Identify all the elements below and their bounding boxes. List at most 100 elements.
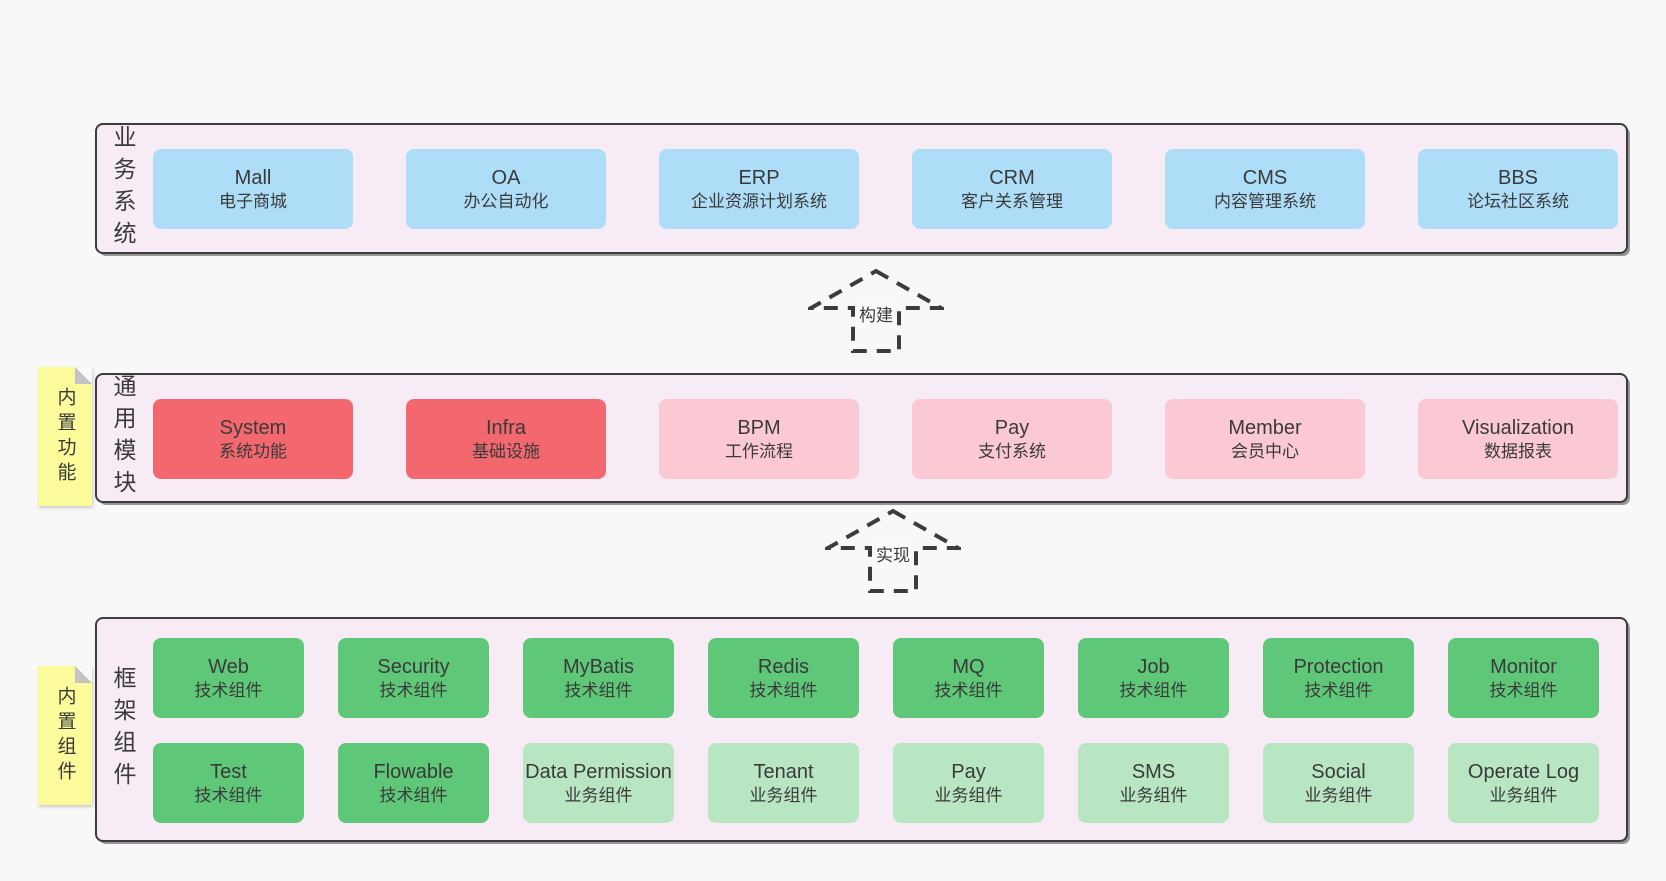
box-title: Security bbox=[377, 655, 450, 678]
box-title: BBS bbox=[1497, 166, 1539, 189]
box-title: Infra bbox=[485, 416, 527, 439]
box-cms: CMS 内容管理系统 bbox=[1165, 149, 1365, 229]
box-title: Job bbox=[1137, 655, 1170, 678]
framework-components-row-1: Web 技术组件 Security 技术组件 MyBatis 技术组件 Redi… bbox=[153, 638, 1599, 718]
layer-business-systems: 业务系统 Mall 电子商城 OA 办公自动化 ERP 企业资源计划系统 CRM… bbox=[95, 123, 1628, 254]
sticky-text: 内置组件 bbox=[54, 685, 76, 786]
box-subtitle: 技术组件 bbox=[194, 785, 263, 805]
box-flowable: Flowable 技术组件 bbox=[338, 743, 489, 823]
box-redis: Redis 技术组件 bbox=[708, 638, 859, 718]
box-subtitle: 业务组件 bbox=[1489, 785, 1558, 805]
box-subtitle: 业务组件 bbox=[934, 785, 1003, 805]
box-title: Flowable bbox=[373, 760, 454, 783]
common-modules-row: System 系统功能 Infra 基础设施 BPM 工作流程 Pay 支付系统… bbox=[153, 399, 1618, 479]
box-erp: ERP 企业资源计划系统 bbox=[659, 149, 859, 229]
box-data-permission: Data Permission 业务组件 bbox=[523, 743, 674, 823]
arrow-label: 实现 bbox=[872, 539, 914, 568]
box-subtitle: 基础设施 bbox=[472, 441, 540, 461]
box-security: Security 技术组件 bbox=[338, 638, 489, 718]
box-mall: Mall 电子商城 bbox=[153, 149, 353, 229]
box-mq: MQ 技术组件 bbox=[893, 638, 1044, 718]
box-system: System 系统功能 bbox=[153, 399, 353, 479]
box-title: Data Permission bbox=[525, 760, 672, 783]
box-title: BPM bbox=[737, 416, 781, 439]
box-monitor: Monitor 技术组件 bbox=[1448, 638, 1599, 718]
layer-framework-components: 框架组件 Web 技术组件 Security 技术组件 MyBatis 技术组件… bbox=[95, 617, 1628, 842]
box-subtitle: 企业资源计划系统 bbox=[691, 191, 827, 211]
layer-common-modules: 通用模块 System 系统功能 Infra 基础设施 BPM 工作流程 Pay… bbox=[95, 373, 1628, 503]
box-subtitle: 技术组件 bbox=[379, 680, 448, 700]
arrow-implement: 实现 bbox=[825, 508, 961, 594]
box-title: MyBatis bbox=[562, 655, 635, 678]
arrow-label: 构建 bbox=[855, 299, 897, 328]
box-subtitle: 办公自动化 bbox=[463, 191, 549, 211]
box-title: CMS bbox=[1242, 166, 1288, 189]
box-tenant: Tenant 业务组件 bbox=[708, 743, 859, 823]
box-title: Test bbox=[210, 760, 247, 783]
box-title: Operate Log bbox=[1467, 760, 1580, 783]
box-subtitle: 工作流程 bbox=[725, 441, 793, 461]
box-pay-component: Pay 业务组件 bbox=[893, 743, 1044, 823]
box-title: ERP bbox=[738, 166, 780, 189]
layer-label-common-modules: 通用模块 bbox=[110, 374, 136, 502]
framework-components-row-2: Test 技术组件 Flowable 技术组件 Data Permission … bbox=[153, 743, 1599, 823]
box-subtitle: 内容管理系统 bbox=[1214, 191, 1316, 211]
box-subtitle: 电子商城 bbox=[219, 191, 287, 211]
sticky-note-builtin-components: 内置组件 bbox=[38, 666, 92, 805]
arrow-build: 构建 bbox=[808, 268, 944, 354]
sticky-text: 内置功能 bbox=[54, 386, 76, 487]
box-operate-log: Operate Log 业务组件 bbox=[1448, 743, 1599, 823]
box-title: Member bbox=[1228, 416, 1302, 439]
box-subtitle: 技术组件 bbox=[749, 680, 818, 700]
layer-label-framework-components: 框架组件 bbox=[110, 665, 136, 794]
box-social: Social 业务组件 bbox=[1263, 743, 1414, 823]
box-subtitle: 技术组件 bbox=[934, 680, 1003, 700]
box-title: Web bbox=[208, 655, 249, 678]
box-subtitle: 技术组件 bbox=[1119, 680, 1188, 700]
box-job: Job 技术组件 bbox=[1078, 638, 1229, 718]
box-title: Social bbox=[1311, 760, 1366, 783]
business-systems-row: Mall 电子商城 OA 办公自动化 ERP 企业资源计划系统 CRM 客户关系… bbox=[153, 149, 1618, 229]
box-subtitle: 客户关系管理 bbox=[961, 191, 1063, 211]
box-title: SMS bbox=[1131, 760, 1176, 783]
box-oa: OA 办公自动化 bbox=[406, 149, 606, 229]
box-subtitle: 技术组件 bbox=[1304, 680, 1373, 700]
up-arrow-icon bbox=[808, 268, 944, 353]
box-title: CRM bbox=[989, 166, 1035, 189]
box-title: Protection bbox=[1293, 655, 1384, 678]
up-arrow-icon bbox=[825, 508, 961, 593]
box-subtitle: 支付系统 bbox=[978, 441, 1046, 461]
layer-label-business-systems: 业务系统 bbox=[110, 124, 136, 253]
box-visualization: Visualization 数据报表 bbox=[1418, 399, 1618, 479]
box-title: OA bbox=[491, 166, 521, 189]
box-subtitle: 系统功能 bbox=[219, 441, 287, 461]
box-bpm: BPM 工作流程 bbox=[659, 399, 859, 479]
box-title: Monitor bbox=[1490, 655, 1557, 678]
box-title: Visualization bbox=[1462, 416, 1574, 439]
box-web: Web 技术组件 bbox=[153, 638, 304, 718]
box-title: Tenant bbox=[753, 760, 814, 783]
box-test: Test 技术组件 bbox=[153, 743, 304, 823]
box-bbs: BBS 论坛社区系统 bbox=[1418, 149, 1618, 229]
box-title: Mall bbox=[234, 166, 272, 189]
box-member: Member 会员中心 bbox=[1165, 399, 1365, 479]
box-title: Redis bbox=[757, 655, 810, 678]
box-mybatis: MyBatis 技术组件 bbox=[523, 638, 674, 718]
box-subtitle: 技术组件 bbox=[1489, 680, 1558, 700]
box-title: System bbox=[219, 416, 287, 439]
box-subtitle: 会员中心 bbox=[1231, 441, 1299, 461]
box-protection: Protection 技术组件 bbox=[1263, 638, 1414, 718]
box-subtitle: 业务组件 bbox=[564, 785, 633, 805]
box-title: Pay bbox=[994, 416, 1030, 439]
box-subtitle: 技术组件 bbox=[194, 680, 263, 700]
box-pay-module: Pay 支付系统 bbox=[912, 399, 1112, 479]
box-infra: Infra 基础设施 bbox=[406, 399, 606, 479]
box-crm: CRM 客户关系管理 bbox=[912, 149, 1112, 229]
box-subtitle: 数据报表 bbox=[1484, 441, 1552, 461]
box-subtitle: 论坛社区系统 bbox=[1467, 191, 1569, 211]
box-sms: SMS 业务组件 bbox=[1078, 743, 1229, 823]
sticky-note-builtin-features: 内置功能 bbox=[38, 367, 92, 506]
box-subtitle: 技术组件 bbox=[564, 680, 633, 700]
box-subtitle: 业务组件 bbox=[1119, 785, 1188, 805]
